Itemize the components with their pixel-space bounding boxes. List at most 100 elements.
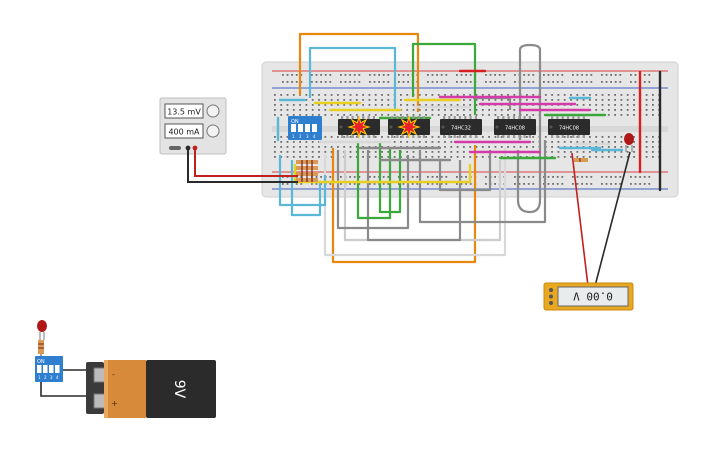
multimeter-port-1[interactable] xyxy=(549,288,553,292)
wire-cyan-left-loop-2[interactable] xyxy=(290,160,322,217)
battery-9v[interactable]: - + 9V xyxy=(86,360,216,418)
dip-switch-board[interactable]: ON 1 2 3 4 xyxy=(288,116,322,140)
ic-chips: 74HC32 74HC08 74HC08 xyxy=(338,115,590,139)
led-board[interactable] xyxy=(624,133,634,152)
ic-pin xyxy=(474,116,477,119)
dip-toggle-1[interactable] xyxy=(291,124,296,132)
battery-black-body xyxy=(146,360,216,418)
battery-dip-toggle-2[interactable] xyxy=(43,365,48,373)
dip-switch-board-on-label: ON xyxy=(291,119,299,125)
ic-pin xyxy=(396,135,399,138)
ic-pin xyxy=(497,135,500,138)
ic-pin xyxy=(362,135,365,138)
multimeter-reading-rotated: 0.00 V xyxy=(573,290,613,303)
ic-pin xyxy=(346,116,349,119)
ic-pin xyxy=(502,116,505,119)
ic-chip-2[interactable] xyxy=(388,115,430,139)
ic-pin xyxy=(448,116,451,119)
lead-red-supply[interactable] xyxy=(194,150,298,177)
ic-pin xyxy=(561,135,564,138)
wire-cyan-top-loop[interactable] xyxy=(308,46,397,110)
ic-pin xyxy=(351,135,354,138)
dip-switch-board-toggles[interactable] xyxy=(291,124,317,132)
lead-black-supply[interactable] xyxy=(187,150,298,183)
wire-orange-bottom-loop[interactable] xyxy=(331,145,477,264)
wire-gray-bottom-loop-3[interactable] xyxy=(418,140,547,224)
resistor-bank[interactable] xyxy=(296,160,318,182)
ic-chip-4[interactable]: 74HC08 xyxy=(494,116,536,138)
ic-pin xyxy=(474,135,477,138)
multimeter-screen xyxy=(557,286,629,307)
power-switch[interactable] xyxy=(169,146,181,150)
ic-pin xyxy=(528,116,531,119)
ic-chip-3[interactable]: 74HC32 xyxy=(440,116,482,138)
dip-switch-battery-toggles[interactable] xyxy=(37,365,60,373)
power-supply[interactable]: 13.5 mV 400 mA xyxy=(159,97,227,155)
dip-number-2: 2 xyxy=(299,134,302,139)
explosion-icon xyxy=(347,115,371,139)
ic-chip-label: 74HC08 xyxy=(505,126,525,132)
multimeter-leads xyxy=(571,151,631,287)
wire-orange-top-loop[interactable] xyxy=(298,32,420,112)
led-board-body xyxy=(624,133,634,145)
ic-chip-body xyxy=(440,119,482,135)
voltage-knob[interactable] xyxy=(206,104,220,118)
battery-plus-symbol: + xyxy=(111,399,118,408)
ic-chip-1[interactable] xyxy=(338,115,380,139)
ic-pin xyxy=(396,116,399,119)
ic-pin xyxy=(458,116,462,119)
wire-cyan-left-loop[interactable] xyxy=(278,155,327,207)
terminal-positive[interactable] xyxy=(192,145,198,151)
ic-pin xyxy=(417,116,420,119)
wire-battery-black[interactable] xyxy=(40,382,90,397)
multimeter-port-3[interactable] xyxy=(549,301,553,305)
wire-gray-small-loop[interactable] xyxy=(438,150,492,192)
ic-pin xyxy=(528,135,531,138)
jumper-yellow-under[interactable] xyxy=(293,163,472,184)
wire-green-top-loop[interactable] xyxy=(411,42,477,115)
ic-pin xyxy=(341,135,344,138)
ic-pin xyxy=(367,116,370,119)
ic-chip-5[interactable]: 74HC08 xyxy=(548,116,590,138)
wire-gray-bottom-loop-2[interactable] xyxy=(336,150,410,230)
ic-pin xyxy=(464,116,467,119)
ic-pin xyxy=(556,135,559,138)
battery-dip-toggle-3[interactable] xyxy=(49,365,54,373)
terminal-negative[interactable] xyxy=(185,145,191,151)
current-knob[interactable] xyxy=(206,124,220,138)
dip-toggle-2[interactable] xyxy=(298,124,303,132)
battery-dip-number-4: 4 xyxy=(56,375,59,380)
power-supply-current-screen xyxy=(164,123,204,139)
battery-dip-toggle-4[interactable] xyxy=(55,365,60,373)
ic-pin xyxy=(523,116,526,119)
dip-toggle-3[interactable] xyxy=(305,124,310,132)
dip-switch-battery-on-label: ON xyxy=(37,359,45,365)
battery-dip-number-1: 1 xyxy=(38,375,41,380)
wire-gray-tall-loop[interactable] xyxy=(516,43,542,214)
power-supply-voltage-screen xyxy=(164,103,204,119)
ic-pin xyxy=(346,135,349,138)
dip-number-1: 1 xyxy=(292,134,295,139)
led-resistor[interactable] xyxy=(574,158,588,162)
multimeter-port-2[interactable] xyxy=(549,294,553,299)
battery-dip-number-2: 2 xyxy=(44,375,47,380)
lead-red-multimeter[interactable] xyxy=(571,152,589,287)
battery-dip-toggle-1[interactable] xyxy=(37,365,42,373)
dip-switch-battery[interactable]: ON 1 2 3 4 xyxy=(35,356,63,382)
ic-pin xyxy=(497,116,500,119)
ic-pin xyxy=(523,135,526,138)
multimeter[interactable]: 0.00 V xyxy=(543,282,634,311)
battery-resistor[interactable] xyxy=(38,340,44,354)
dip-number-3: 3 xyxy=(306,134,309,139)
dip-toggle-4[interactable] xyxy=(312,124,317,132)
ic-pin xyxy=(518,116,521,119)
dip-switch-board-numbers: 1 2 3 4 xyxy=(292,134,316,139)
ic-pin xyxy=(577,116,580,119)
battery-led[interactable] xyxy=(37,320,47,340)
wire-gray-bottom-loop-1[interactable] xyxy=(366,150,462,242)
lead-black-multimeter[interactable] xyxy=(594,151,631,287)
ic-chip-label: 74HC08 xyxy=(559,126,579,132)
ic-pin xyxy=(507,116,510,119)
battery-label-rotated: 9V xyxy=(171,380,187,399)
